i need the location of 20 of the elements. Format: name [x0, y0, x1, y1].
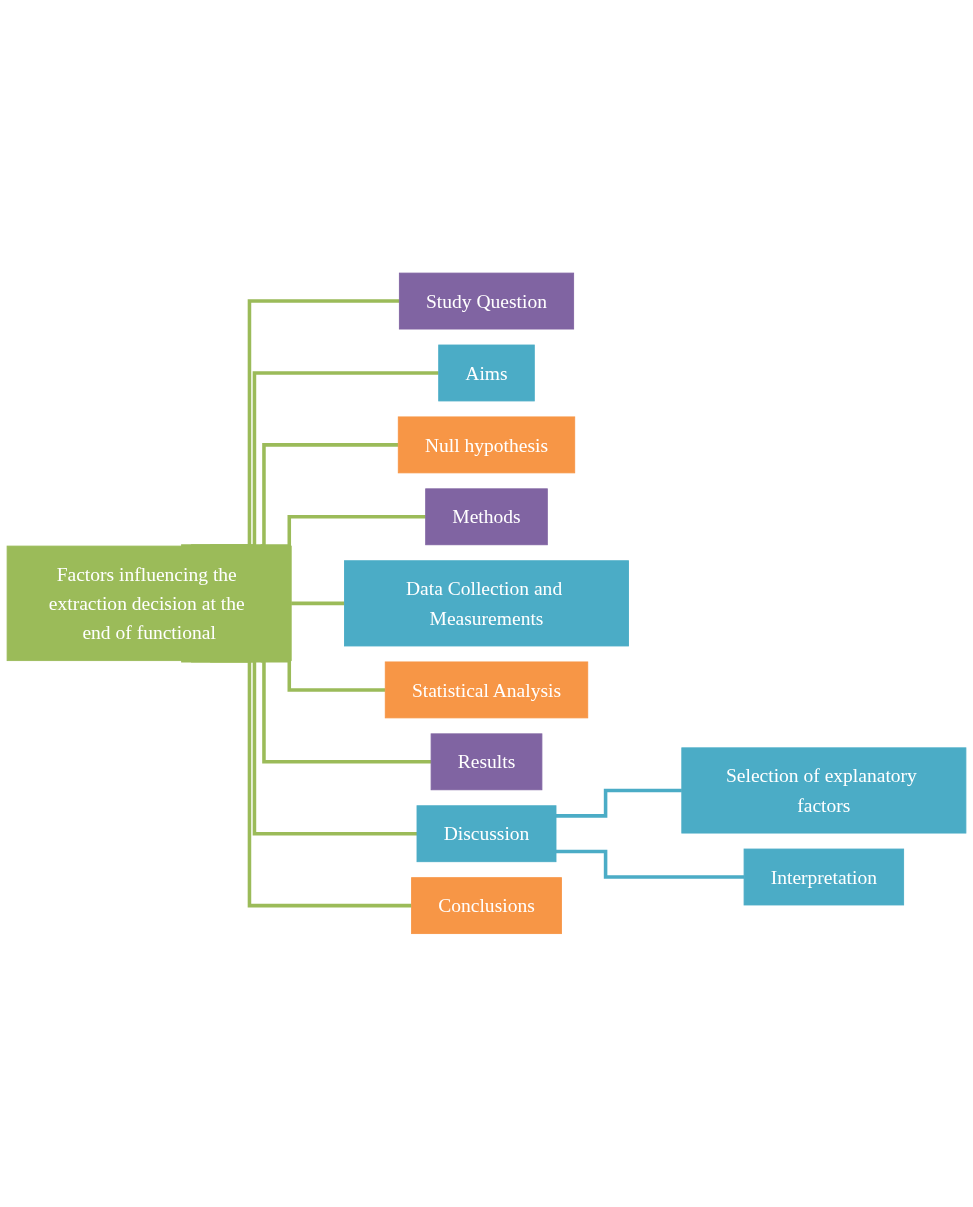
node-box: Selection of explanatory factors — [681, 747, 967, 834]
connector — [260, 515, 426, 548]
node-box: Interpretation — [743, 848, 905, 906]
connector — [181, 658, 412, 908]
connector — [291, 601, 345, 606]
connector — [556, 849, 745, 879]
node-box: Statistical Analysis — [384, 661, 589, 719]
node-box: Results — [430, 733, 543, 791]
node-box: Factors influencing the extraction decision at the end of functional — [6, 545, 292, 662]
node-box: Aims — [438, 344, 535, 402]
connector — [556, 788, 682, 818]
node-box: Null hypothesis — [397, 416, 576, 474]
connector — [210, 443, 399, 548]
node-box: Methods — [425, 488, 548, 546]
node-box: Study Question — [398, 272, 575, 330]
connector — [181, 299, 400, 548]
node-box: Conclusions — [411, 877, 562, 935]
node-box: Discussion — [416, 805, 557, 863]
node-box: Data Collection and Measurements — [344, 560, 629, 647]
connector — [191, 371, 439, 548]
